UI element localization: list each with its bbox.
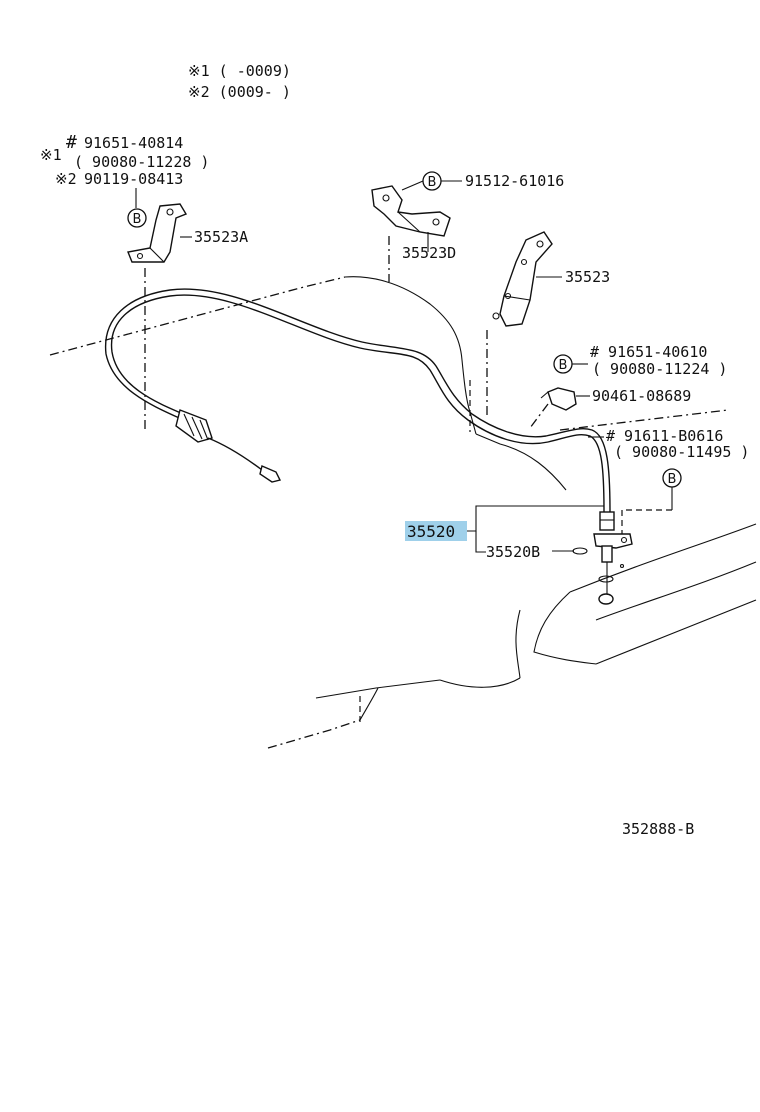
- illustration-id: 352888-B: [622, 820, 694, 838]
- seal-35520b-icon: [572, 547, 588, 555]
- bracket-35523a-icon: [127, 203, 192, 263]
- part-90080-11224[interactable]: ( 90080-11224 ): [592, 360, 727, 378]
- part-91512-61016[interactable]: 91512-61016: [465, 172, 564, 190]
- hood-release-cable-icon: [104, 288, 633, 605]
- bolt-group-left: # ※1 91651-40814 ( 90080-11228 ) ※2 9011…: [40, 132, 209, 208]
- clip-90461-08689-icon: [540, 387, 577, 411]
- mark-1: ※1: [40, 146, 62, 164]
- svg-text:B: B: [428, 175, 437, 190]
- body-outline: [49, 236, 757, 749]
- part-91651-40610[interactable]: # 91651-40610: [590, 343, 707, 361]
- svg-text:B: B: [668, 472, 677, 487]
- svg-text:B: B: [133, 212, 142, 227]
- part-35520b[interactable]: 35520B: [486, 543, 540, 561]
- part-90080-11495[interactable]: ( 90080-11495 ): [614, 443, 749, 461]
- mark-2: ※2: [55, 170, 77, 188]
- bracket-35523d-icon: [371, 185, 451, 237]
- note-2: ※2 (0009- ): [188, 83, 291, 101]
- svg-text:B: B: [559, 358, 568, 373]
- part-91651-40814[interactable]: 91651-40814: [84, 134, 183, 152]
- b-marker-right-upper: B: [553, 354, 573, 374]
- part-35523d[interactable]: 35523D: [402, 244, 456, 262]
- part-35520[interactable]: 35520: [407, 522, 455, 541]
- part-90119-08413[interactable]: 90119-08413: [84, 170, 183, 188]
- b-marker-left: B: [127, 208, 147, 228]
- bracket-35523-icon: [492, 231, 553, 327]
- b-marker-right-lower: B: [662, 468, 682, 488]
- part-35523[interactable]: 35523: [565, 268, 610, 286]
- part-91611-b0616[interactable]: # 91611-B0616: [606, 427, 723, 445]
- b-marker-top: B: [422, 171, 442, 191]
- part-90461-08689[interactable]: 90461-08689: [592, 387, 691, 405]
- part-90080-11228[interactable]: ( 90080-11228 ): [74, 153, 209, 171]
- hash-mark: #: [66, 132, 77, 153]
- part-35520-highlight: [405, 521, 467, 541]
- part-35523a[interactable]: 35523A: [194, 228, 248, 246]
- note-1: ※1 ( -0009): [188, 62, 291, 80]
